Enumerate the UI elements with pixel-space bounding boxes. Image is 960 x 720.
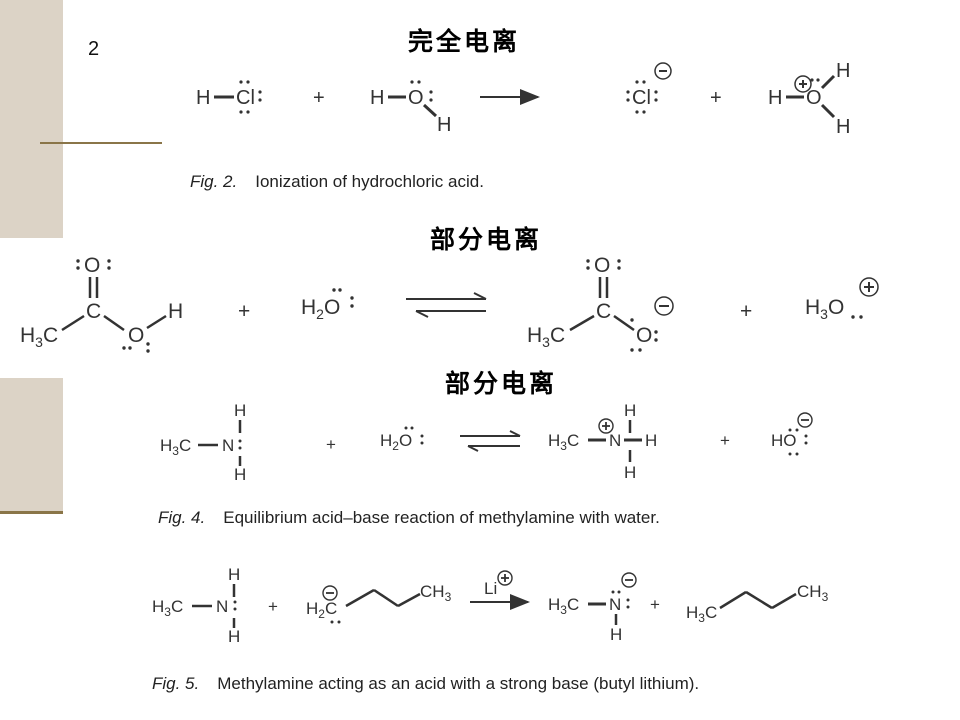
bond (820, 103, 836, 119)
atom-cl: Cl (632, 87, 651, 109)
lone-pairs (239, 80, 262, 114)
plus-sign: + (268, 597, 278, 616)
plus-sign: + (710, 87, 722, 109)
fig5-caption: Fig. 5. Methylamine acting as an acid wit… (152, 674, 699, 694)
atom-h: H (645, 431, 657, 450)
atom-n: N (222, 436, 234, 455)
heading-complete-ionization: 完全电离 (408, 28, 521, 56)
lone-pairs (626, 80, 658, 114)
atom-o: O (636, 324, 652, 347)
atom-h: H (234, 401, 246, 420)
svg-text:CH3: CH3 (420, 582, 452, 604)
fig5-number: Fig. 5. (152, 674, 200, 693)
svg-text:H2O: H2O (301, 296, 340, 322)
plus-sign: + (238, 300, 250, 323)
atom-h: H (768, 87, 782, 109)
reaction-acetic-acid: O C H3C O H + H2O O C H3C O + H3O (20, 254, 879, 353)
rule-line-top (40, 142, 162, 144)
svg-text:H3O: H3O (805, 296, 844, 322)
sidebar-panel-bottom (0, 378, 63, 512)
atom-o: O (594, 254, 610, 277)
negative-charge-icon (654, 296, 674, 316)
plus-sign: + (720, 431, 730, 450)
svg-text:H2C: H2C (306, 599, 337, 621)
atom-n: N (609, 431, 621, 450)
rule-line-bottom (0, 511, 63, 514)
atom-h: H (228, 627, 240, 646)
svg-text:H2O: H2O (380, 431, 412, 453)
atom-n: N (609, 595, 621, 614)
sidebar-panel-top (0, 0, 63, 238)
svg-text:H3C: H3C (527, 324, 565, 350)
heading-partial-ionization-2: 部分电离 (445, 370, 558, 398)
reaction-hcl: H Cl + H O H Cl + H O (196, 60, 850, 138)
fig5-text: Methylamine acting as an acid with a str… (217, 674, 700, 693)
positive-charge-icon (497, 570, 513, 586)
fig4-number: Fig. 4. (158, 508, 206, 527)
positive-charge-icon (794, 75, 812, 93)
fig4-caption: Fig. 4. Equilibrium acid–base reaction of… (158, 508, 660, 528)
atom-o: O (806, 87, 822, 109)
negative-charge-icon (322, 585, 338, 601)
reaction-methylamine-butyllithium: H H3C N H + H2C CH3 Li H3C N H + H3C (152, 565, 829, 646)
fig2-caption: Fig. 2. Ionization of hydrochloric acid. (190, 172, 484, 192)
fig2-number: Fig. 2. (190, 172, 238, 191)
atom-c: C (596, 300, 611, 323)
bond (422, 103, 438, 118)
atom-n: N (216, 597, 228, 616)
svg-text:CH3: CH3 (797, 582, 829, 604)
svg-text:H3C: H3C (548, 431, 579, 453)
heading-partial-ionization-1: 部分电离 (430, 226, 543, 254)
atom-h: H (624, 401, 636, 420)
atom-o: O (408, 87, 424, 109)
plus-sign: + (650, 595, 660, 614)
atom-h: H (836, 60, 850, 82)
lithium-label: Li (484, 579, 497, 598)
atom-h: H (437, 114, 451, 136)
atom-o: O (128, 324, 144, 347)
bond (820, 74, 836, 90)
atom-o: O (84, 254, 100, 277)
svg-text:H3C: H3C (548, 595, 579, 617)
atom-h: H (234, 465, 246, 484)
atom-cl: Cl (236, 87, 255, 109)
plus-sign: + (313, 87, 325, 109)
atom-h: H (624, 463, 636, 482)
atom-h: H (228, 565, 240, 584)
page-number: 2 (88, 38, 100, 60)
svg-text:H3C: H3C (686, 603, 717, 625)
negative-charge-icon (621, 572, 637, 588)
positive-charge-icon (859, 277, 879, 297)
plus-sign: + (326, 435, 336, 454)
negative-charge-icon (654, 62, 672, 80)
svg-text:H3C: H3C (20, 324, 58, 350)
atom-c: C (86, 300, 101, 323)
lone-pairs (410, 80, 433, 102)
fig2-text: Ionization of hydrochloric acid. (255, 172, 484, 191)
positive-charge-icon (598, 418, 614, 434)
svg-text:H3C: H3C (152, 597, 183, 619)
plus-sign: + (740, 300, 752, 323)
reaction-methylamine-water: H H3C N H + H2O H H3C N H H + HO (160, 401, 813, 484)
atom-h: H (836, 116, 850, 138)
atom-h: H (168, 300, 183, 323)
negative-charge-icon (797, 412, 813, 428)
atom-h: H (610, 625, 622, 644)
atom-h: H (196, 87, 210, 109)
hydroxide: HO (771, 431, 797, 450)
fig4-text: Equilibrium acid–base reaction of methyl… (223, 508, 660, 527)
atom-h: H (370, 87, 384, 109)
svg-text:H3C: H3C (160, 436, 191, 458)
